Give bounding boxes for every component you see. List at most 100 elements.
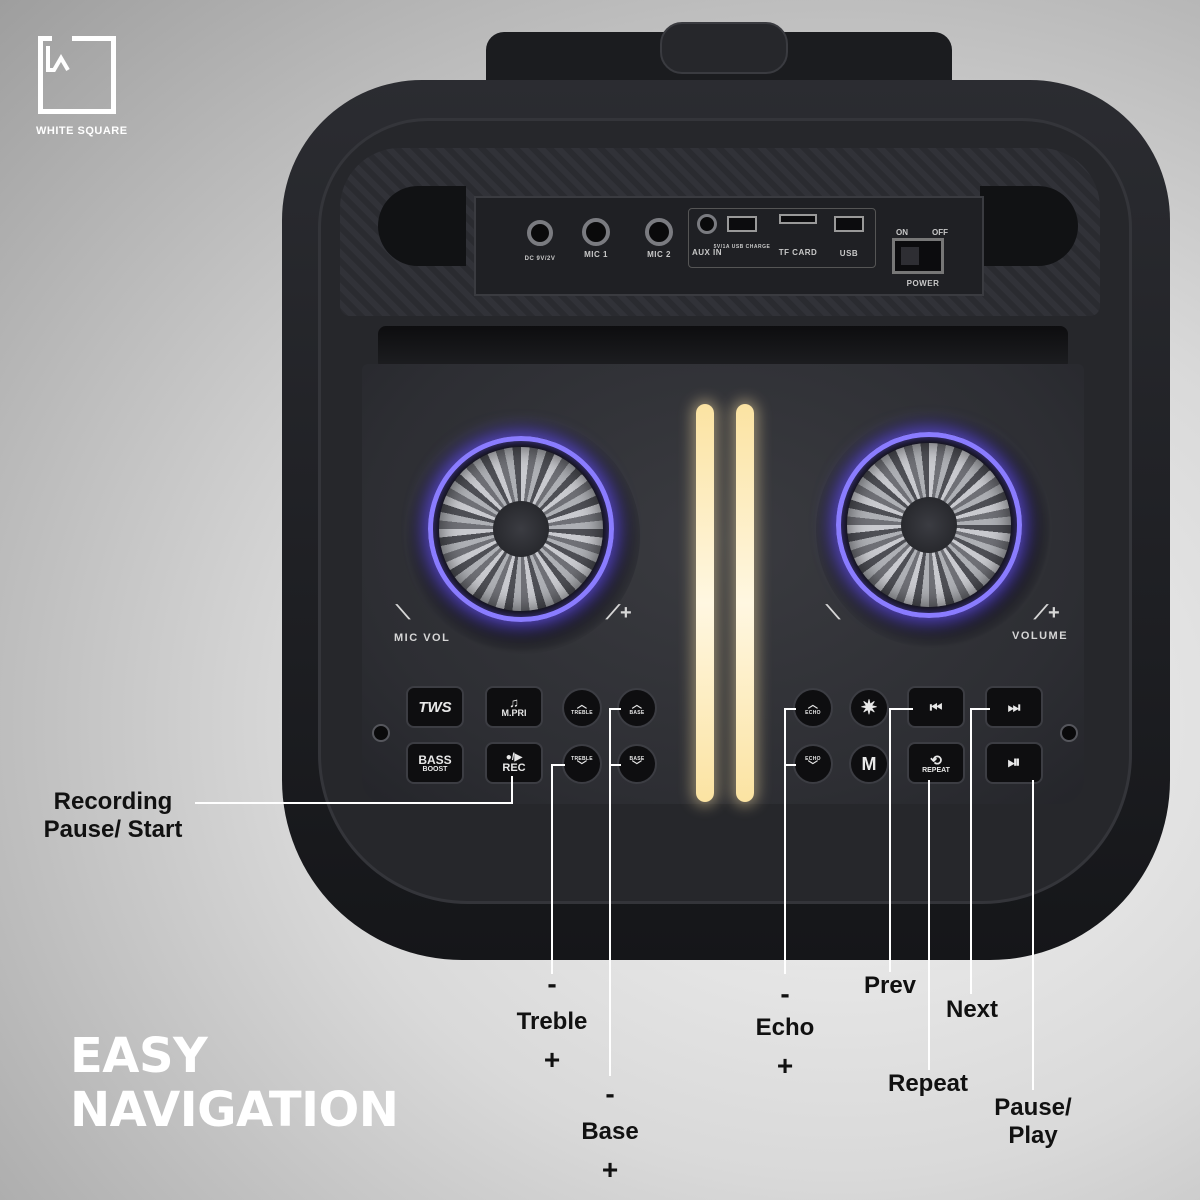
treble-plus-label: + (543, 1044, 561, 1075)
repeat-button[interactable]: ⟲ REPEAT (907, 742, 965, 784)
echo-up-button[interactable]: ︿ ECHO (793, 688, 833, 728)
bass-boost-label-line2: BOOST (422, 765, 448, 773)
volume-knob-cap (901, 497, 957, 553)
panel-screw-right (1060, 724, 1078, 742)
mpri-button-label: M.PRI (501, 708, 527, 718)
play-pause-icon: ⏯ (1007, 754, 1021, 771)
panel-screw-left (372, 724, 390, 742)
echo-leader-tick-bottom (784, 764, 796, 766)
base-minus-label: - (605, 1078, 615, 1109)
port-label-usb: USB (839, 249, 859, 258)
base-leader-tick-top (609, 708, 621, 710)
repeat-button-label: REPEAT (922, 766, 950, 774)
next-leader-h (970, 708, 990, 710)
bass-boost-button[interactable]: BASS BOOST (406, 742, 464, 784)
pause-play-callout-line2: Play (1008, 1121, 1058, 1149)
headline-line2: NAVIGATION (70, 1081, 399, 1138)
base-leader-tick-bottom (609, 764, 621, 766)
speaker-handle-grip (660, 22, 788, 74)
treble-minus-label: - (547, 968, 557, 999)
repeat-icon: ⟲ (930, 751, 942, 768)
base-plus-label: + (601, 1154, 619, 1185)
recording-callout-line1: Recording (53, 788, 173, 815)
rec-button-label: REC (502, 761, 526, 774)
base-callout: Base (581, 1118, 639, 1145)
mic2-jack[interactable] (645, 218, 673, 246)
treble-down-button[interactable]: TREBLE ﹀ (562, 744, 602, 784)
recording-callout-line2: Pause/ Start (43, 815, 183, 843)
echo-leader (784, 708, 786, 974)
port-label-mic2: MIC 2 (647, 250, 671, 259)
prev-leader-h (889, 708, 913, 710)
brand-logo-frame (38, 36, 116, 114)
base-leader (609, 708, 611, 1076)
treble-leader-tick (551, 764, 565, 766)
bass-boost-label-line1: BASS (418, 752, 452, 767)
port-label-dc: DC 9V/2V (524, 256, 556, 262)
pause-play-leader (1032, 780, 1034, 1090)
mic1-jack[interactable] (582, 218, 610, 246)
port-label-tf: TF CARD (778, 248, 818, 257)
repeat-callout: Repeat (887, 1070, 969, 1097)
treble-leader (551, 764, 553, 974)
prev-callout: Prev (863, 972, 917, 999)
mic-priority-icon: ♫ (509, 695, 519, 710)
volume-knob-ring (836, 432, 1022, 618)
brand-name: WHITE SQUARE (36, 125, 128, 137)
dc-power-jack[interactable] (527, 220, 553, 246)
aux-in-jack[interactable] (697, 214, 717, 234)
next-button[interactable]: ⏭ (985, 686, 1043, 728)
light-mode-button[interactable]: ✷ (849, 688, 889, 728)
handle-slot-right (980, 186, 1078, 266)
pause-play-callout-line1: Pause/ (994, 1094, 1072, 1121)
phone-shelf (378, 326, 1068, 370)
repeat-leader (928, 780, 930, 1070)
led-light-bar-right (736, 404, 754, 802)
echo-plus-label: + (776, 1050, 794, 1081)
treble-up-button[interactable]: ︿ TREBLE (562, 688, 602, 728)
echo-callout: Echo (755, 1014, 815, 1041)
mic-vol-label: MIC VOL (394, 632, 451, 644)
next-leader-v (970, 708, 972, 994)
sun-icon: ✷ (860, 697, 878, 719)
mic-vol-minus-icon: ⟍ (396, 602, 410, 624)
headline: EASY NAVIGATION (70, 1028, 399, 1138)
rec-button[interactable]: ●/▶ REC (485, 742, 543, 784)
tws-button[interactable]: TWS (406, 686, 464, 728)
echo-up-label: ECHO (805, 709, 821, 716)
play-pause-button[interactable]: ⏯ (985, 742, 1043, 784)
mic-vol-plus-icon: ⟋+ (606, 602, 632, 624)
echo-down-label: ECHO (805, 755, 821, 762)
chevron-up-icon: ︿ (576, 699, 588, 711)
mpri-button[interactable]: ♫ M.PRI (485, 686, 543, 728)
power-switch[interactable] (892, 238, 944, 274)
volume-plus-icon: ⟋+ (1034, 602, 1060, 624)
switch-on-label: ON (896, 228, 908, 237)
pause-play-callout: Pause/ Play (978, 1094, 1088, 1149)
base-down-button[interactable]: BASE ﹀ (617, 744, 657, 784)
white-square-logo-icon (46, 46, 70, 72)
base-up-button[interactable]: ︿ BASE (617, 688, 657, 728)
treble-up-label: TREBLE (571, 709, 593, 716)
chevron-up-icon: ︿ (807, 699, 819, 711)
prev-leader-v (889, 708, 891, 972)
handle-slot-left (378, 186, 466, 266)
usb-port[interactable] (834, 216, 864, 232)
mode-button[interactable]: M (849, 744, 889, 784)
echo-down-button[interactable]: ECHO ﹀ (793, 744, 833, 784)
chevron-down-icon: ﹀ (631, 760, 643, 772)
treble-down-label: TREBLE (571, 755, 593, 762)
volume-label: VOLUME (1012, 630, 1069, 642)
record-play-icon: ●/▶ (505, 751, 523, 763)
base-up-label: BASE (629, 709, 645, 716)
next-callout: Next (945, 996, 999, 1023)
tf-card-slot[interactable] (779, 214, 817, 224)
prev-button[interactable]: ⏮ (907, 686, 965, 728)
headline-line1: EASY (70, 1028, 208, 1084)
usb-charge-port[interactable] (727, 216, 757, 232)
volume-minus-icon: ⟍ (826, 602, 840, 624)
port-label-mic1: MIC 1 (584, 250, 608, 259)
led-light-bar-left (696, 404, 714, 802)
echo-leader-tick-top (784, 708, 796, 710)
switch-off-label: OFF (932, 228, 948, 237)
